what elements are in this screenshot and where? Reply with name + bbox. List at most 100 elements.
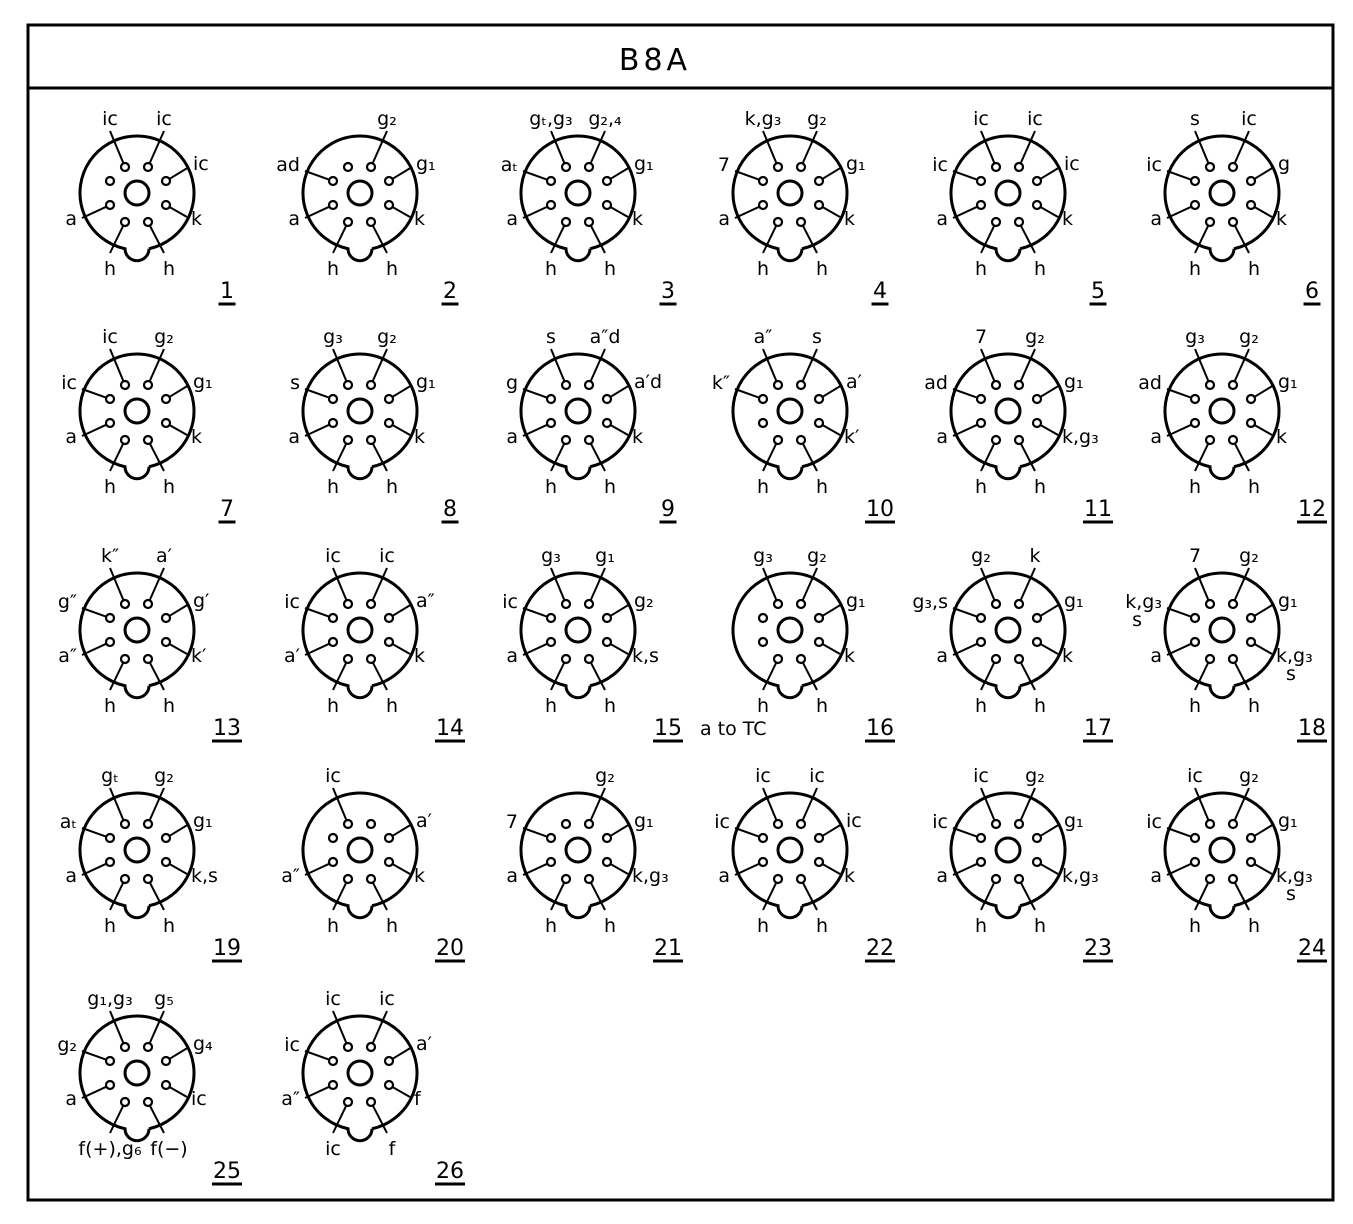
pin-label-right-upper: a″ xyxy=(416,590,435,612)
pin-right-lower xyxy=(383,417,395,429)
pin-left-upper xyxy=(1189,832,1201,844)
pin-leader-line xyxy=(148,348,165,382)
pin-leader-line xyxy=(609,384,631,398)
pin-bottom-left xyxy=(560,434,572,446)
pin-label-right-upper: ic xyxy=(846,810,862,832)
pin-leader-line xyxy=(81,642,107,656)
pin-bottom-left xyxy=(990,434,1002,446)
pin-label-right-lower: k,g₃ xyxy=(632,865,669,887)
pin-bottom-left xyxy=(119,873,131,885)
diagram-number: 14 xyxy=(436,716,464,741)
pin-left-lower xyxy=(327,1079,339,1091)
socket-outline xyxy=(731,571,849,700)
center-spigot xyxy=(994,179,1022,207)
pin-leader-line xyxy=(304,607,330,618)
pin-leader-line xyxy=(762,882,778,911)
socket-outline xyxy=(519,352,637,481)
pin-label-left-upper: ic xyxy=(284,1034,300,1056)
pin-leader-line xyxy=(980,787,996,821)
pin-label-top-left: k″ xyxy=(101,545,119,567)
diagram-number: 24 xyxy=(1298,936,1326,961)
pin-leader-line xyxy=(952,642,978,656)
pin-label-bottom-left: h xyxy=(545,915,557,937)
pin-leader-line xyxy=(1194,787,1210,821)
pin-bottom-right xyxy=(142,434,154,446)
pin-bottom-left xyxy=(119,216,131,228)
pin-bottom-left xyxy=(772,216,784,228)
pin-leader-line xyxy=(801,443,818,472)
pin-leader-line xyxy=(168,823,190,837)
pin-leader-line xyxy=(801,787,818,821)
pin-top-right xyxy=(1013,598,1025,610)
pin-label-top-right: ic xyxy=(156,108,172,130)
pin-label-top-right: g₅ xyxy=(154,988,174,1010)
pin-leader-line xyxy=(1253,643,1273,655)
pin-left-upper xyxy=(1189,175,1201,187)
pin-bottom-right xyxy=(142,1096,154,1108)
pin-label-right-lower: k xyxy=(414,645,425,667)
pin-top-right xyxy=(1227,379,1239,391)
pin-label-bottom-left: h xyxy=(757,258,769,280)
pin-leader-line xyxy=(801,348,818,382)
pin-right-upper xyxy=(1245,393,1257,405)
pin-label-left-lower: a xyxy=(506,645,518,667)
pin-top-right xyxy=(583,161,595,173)
pin-leader-line xyxy=(391,166,413,180)
center-spigot xyxy=(776,836,804,864)
pin-label-bottom-right: h xyxy=(163,695,175,717)
pin-leader-line xyxy=(952,170,978,181)
pin-leader-line xyxy=(168,1086,188,1098)
pin-label-bottom-right: h xyxy=(816,915,828,937)
pin-label-top-left: 7 xyxy=(975,326,987,348)
pin-label-bottom-left: h xyxy=(327,258,339,280)
pin-leader-line xyxy=(1233,348,1250,382)
pin-bottom-right xyxy=(1013,434,1025,446)
pin-label-top-right: ic xyxy=(809,765,825,787)
pin-label-bottom-left: h xyxy=(545,695,557,717)
pin-label-bottom-left: h xyxy=(975,695,987,717)
diagram-number: 22 xyxy=(866,936,894,961)
pin-leader-line xyxy=(304,1050,330,1061)
pin-leader-line xyxy=(109,882,125,911)
pin-right-lower xyxy=(1031,199,1043,211)
socket-outline xyxy=(78,134,196,263)
pin-leader-line xyxy=(148,882,165,911)
pin-label-bottom-right: h xyxy=(163,915,175,937)
center-spigot xyxy=(994,397,1022,425)
pin-leader-line xyxy=(304,205,330,219)
pin-right-upper xyxy=(160,612,172,624)
pin-left-upper xyxy=(327,175,339,187)
pin-left-upper xyxy=(757,393,769,405)
pin-label-right-lower: k xyxy=(191,426,202,448)
pin-leader-line xyxy=(1019,662,1036,691)
socket-outline xyxy=(1163,791,1281,920)
pin-label-right-upper: g₁ xyxy=(634,810,654,832)
pin-label-top-right: ic xyxy=(1241,108,1257,130)
pin-top-left xyxy=(990,818,1002,830)
pin-bottom-right xyxy=(1227,873,1239,885)
socket-outline xyxy=(949,791,1067,920)
center-spigot xyxy=(776,397,804,425)
pin-leader-line xyxy=(550,225,566,254)
pin-leader-line xyxy=(332,1105,348,1134)
pin-label-right-lower: k,g₃ xyxy=(1276,865,1313,887)
pin-leader-line xyxy=(522,170,548,181)
pin-top-right xyxy=(795,161,807,173)
pin-label-bottom-right: h xyxy=(816,258,828,280)
diagram-number: 10 xyxy=(866,497,894,522)
socket-outline xyxy=(78,571,196,700)
pin-leader-line xyxy=(1166,423,1192,437)
pin-label-left-lower: a xyxy=(506,208,518,230)
pin-label-bottom-left: h xyxy=(1189,476,1201,498)
pin-leader-line xyxy=(332,882,348,911)
pin-label-top-right: g₂ xyxy=(807,545,827,567)
pin-label-left-upper: 7 xyxy=(718,154,730,176)
socket-outline xyxy=(731,352,849,481)
pin-label-top-right: ic xyxy=(1027,108,1043,130)
socket-outline xyxy=(949,352,1067,481)
